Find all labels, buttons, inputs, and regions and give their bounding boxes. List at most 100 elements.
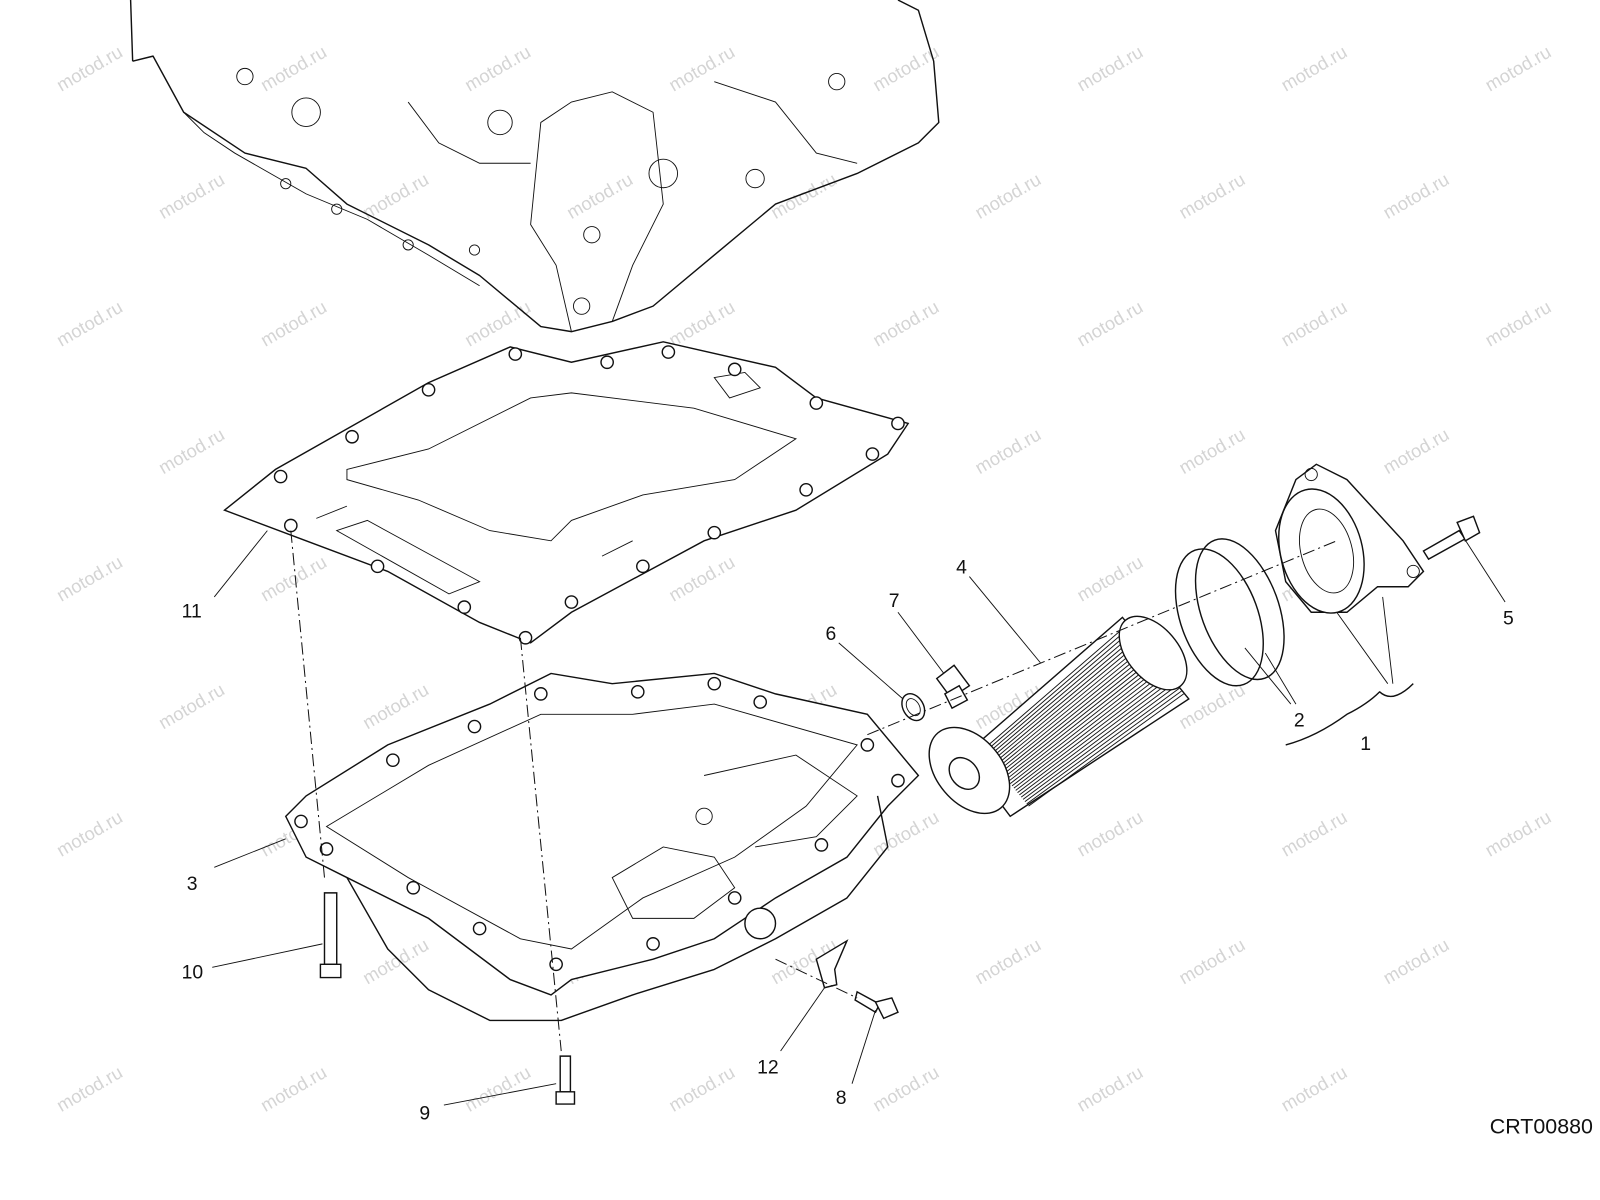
- label-part-4: 4: [956, 556, 967, 578]
- filter-pleat: [991, 638, 1140, 762]
- cover-bolt: [1422, 515, 1481, 561]
- bolt-hole: [707, 676, 722, 691]
- watermark-text: motod.ru: [563, 168, 636, 222]
- bolt-hole: [860, 738, 875, 752]
- watermark-text: motod.ru: [155, 679, 228, 733]
- bolt-hole: [319, 842, 334, 856]
- watermark-text: motod.ru: [1073, 551, 1146, 605]
- watermark-text: motod.ru: [359, 168, 432, 222]
- watermark-text: motod.ru: [1379, 934, 1452, 988]
- filter-pleat: [1006, 660, 1158, 780]
- watermark-text: motod.ru: [869, 41, 942, 95]
- watermark-text: motod.ru: [53, 1061, 126, 1115]
- bolt-hole: [273, 469, 288, 484]
- watermark-text: motod.ru: [1481, 41, 1554, 95]
- watermark-text: motod.ru: [359, 934, 432, 988]
- filter-pleat: [1015, 674, 1169, 791]
- watermark-text: motod.ru: [257, 296, 330, 350]
- filter-pleat: [1028, 693, 1184, 807]
- assembly-axes: [290, 530, 1337, 1052]
- filter-pleat: [1013, 671, 1166, 789]
- bolt-hole: [707, 525, 722, 540]
- watermark-text: motod.ru: [1481, 296, 1554, 350]
- watermark-text: motod.ru: [1073, 806, 1146, 860]
- engine-block: [129, 0, 940, 333]
- label-part-8: 8: [836, 1087, 847, 1109]
- filter-pleat: [1000, 651, 1151, 773]
- bolt-hole: [600, 355, 614, 370]
- bolt-hole: [421, 382, 436, 397]
- watermark-text: motod.ru: [1073, 296, 1146, 350]
- oil-filter-cover-assembly: [1274, 463, 1425, 614]
- filter-pleat: [995, 643, 1144, 767]
- filter-pleat: [1022, 685, 1178, 800]
- drain-plug: [935, 664, 971, 710]
- label-part-2: 2: [1294, 710, 1305, 732]
- bolt-hole: [636, 559, 650, 574]
- bolt-hole: [865, 447, 880, 461]
- bolt-hole: [891, 773, 905, 788]
- sump-screw-rear: [319, 892, 342, 979]
- bolt-hole: [370, 559, 385, 574]
- filter-pleat: [986, 629, 1133, 755]
- bolt-hole: [809, 396, 824, 410]
- filter-pleat: [1020, 682, 1175, 798]
- watermark-text: motod.ru: [53, 296, 126, 350]
- label-part-12: 12: [757, 1056, 779, 1078]
- label-part-11: 11: [182, 600, 202, 622]
- bolt-hole: [799, 482, 813, 497]
- watermark-text: motod.ru: [1277, 1061, 1350, 1115]
- watermark-text: motod.ru: [155, 168, 228, 222]
- bolt-hole: [814, 838, 829, 852]
- watermark-text: motod.ru: [257, 1061, 330, 1115]
- filter-pleat: [993, 640, 1142, 764]
- watermark-text: motod.ru: [971, 934, 1044, 988]
- watermark-text: motod.ru: [53, 551, 126, 605]
- sump-screw-front: [555, 1055, 576, 1105]
- bolt-hole: [891, 416, 905, 431]
- bolt-hole: [661, 345, 676, 359]
- filter-pleat: [1009, 665, 1162, 785]
- watermark-text: motod.ru: [1277, 296, 1350, 350]
- seal-washer: [901, 693, 926, 722]
- watermark-text: motod.ru: [461, 1061, 534, 1115]
- watermark-text: motod.ru: [1175, 424, 1248, 478]
- filter-pleat: [1011, 668, 1164, 787]
- bolt-hole: [727, 362, 742, 377]
- filter-pleat: [1024, 687, 1180, 803]
- watermark-text: motod.ru: [359, 679, 432, 733]
- leader-lines: [212, 530, 1506, 1106]
- o-rings: [1174, 538, 1285, 687]
- filter-pleat: [989, 635, 1137, 760]
- watermark-text: motod.ru: [53, 41, 126, 95]
- watermark-text: motod.ru: [665, 296, 738, 350]
- watermark-text: motod.ru: [971, 424, 1044, 478]
- watermark-text: motod.ru: [461, 296, 534, 350]
- bolt-hole: [294, 814, 308, 829]
- filter-pleat: [998, 649, 1149, 771]
- label-part-7: 7: [889, 590, 900, 612]
- watermark-text: motod.ru: [461, 41, 534, 95]
- gasket-holes: [273, 345, 905, 645]
- bolt-hole: [753, 695, 768, 709]
- filter-pleat: [1026, 690, 1182, 805]
- watermark-text: motod.ru: [1481, 806, 1554, 860]
- filter-pleat: [1002, 654, 1153, 776]
- bolt-hole: [345, 429, 359, 444]
- watermark-text: motod.ru: [665, 551, 738, 605]
- watermark-text: motod.ru: [1073, 1061, 1146, 1115]
- label-part-9: 9: [419, 1102, 430, 1124]
- watermark-text: motod.ru: [665, 41, 738, 95]
- bolt-hole: [457, 600, 472, 614]
- watermark-text: motod.ru: [1073, 41, 1146, 95]
- watermark-text: motod.ru: [767, 168, 840, 222]
- watermark-text: motod.ru: [1175, 168, 1248, 222]
- bolt-hole: [386, 753, 400, 768]
- sump-holes: [294, 676, 905, 972]
- bolt-hole: [472, 921, 487, 936]
- bolt-hole: [467, 719, 482, 734]
- filter-pleat: [1008, 662, 1160, 782]
- bolt-hole: [518, 630, 533, 645]
- watermark-text: motod.ru: [257, 41, 330, 95]
